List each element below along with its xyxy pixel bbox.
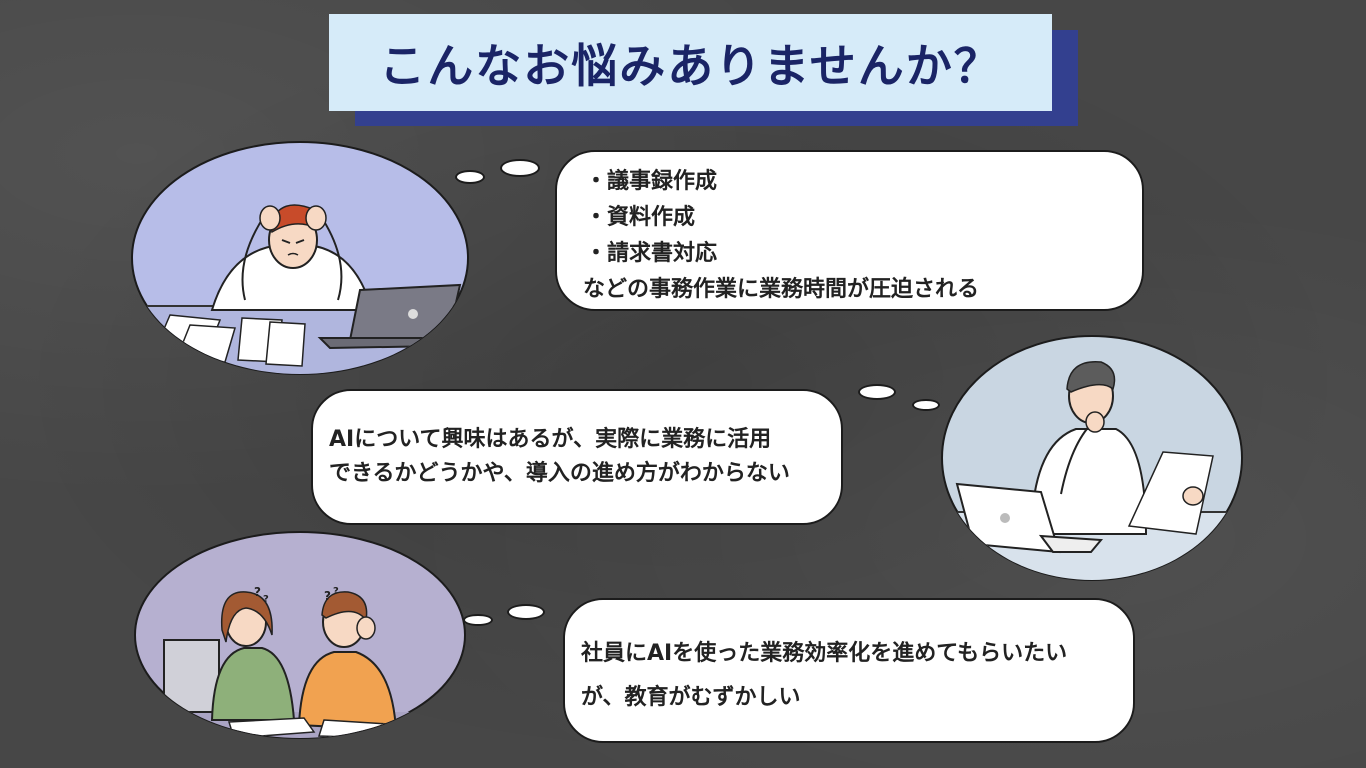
bubble-line: ・議事録作成 [585, 169, 718, 194]
thought-dot-small [463, 614, 493, 626]
thought-dot-large [507, 604, 545, 620]
thought-dot-large [858, 384, 896, 400]
bubble-line: AIについて興味はあるが、実際に業務に活用 [329, 427, 772, 452]
stressed-office-worker-icon [131, 141, 469, 375]
thought-dot-small [455, 170, 485, 184]
bubble-line: ・資料作成 [585, 205, 696, 230]
bubble-line: ・請求書対応 [585, 241, 718, 266]
thought-dot-small [912, 399, 940, 411]
bubble-line: などの事務作業に業務時間が圧迫される [583, 277, 980, 302]
page-title: こんなお悩みありませんか？ [379, 38, 1002, 93]
speech-bubble-ai-adoption: AIについて興味はあるが、実際に業務に活用 できるかどうかや、導入の進め方がわか… [311, 389, 843, 525]
bubble-line: できるかどうかや、導入の進め方がわからない [329, 461, 790, 486]
bubble-line: 社員にAIを使った業務効率化を進めてもらいたい [581, 641, 1068, 666]
question-mark: ? [333, 586, 339, 597]
question-mark: ? [254, 585, 261, 599]
confused-coworkers-icon: ? ? ? ? [134, 531, 466, 739]
thought-dot-large [500, 159, 540, 177]
question-mark: ? [263, 594, 269, 605]
question-mark: ? [324, 589, 331, 603]
speech-bubble-employee-training: 社員にAIを使った業務効率化を進めてもらいたい が、教育がむずかしい [563, 598, 1135, 743]
thinking-businessman-icon [941, 335, 1243, 581]
title-banner: こんなお悩みありませんか？ [329, 14, 1052, 111]
bubble-line: が、教育がむずかしい [581, 685, 801, 710]
speech-bubble-office-tasks: ・議事録作成 ・資料作成 ・請求書対応 などの事務作業に業務時間が圧迫される [555, 150, 1144, 311]
